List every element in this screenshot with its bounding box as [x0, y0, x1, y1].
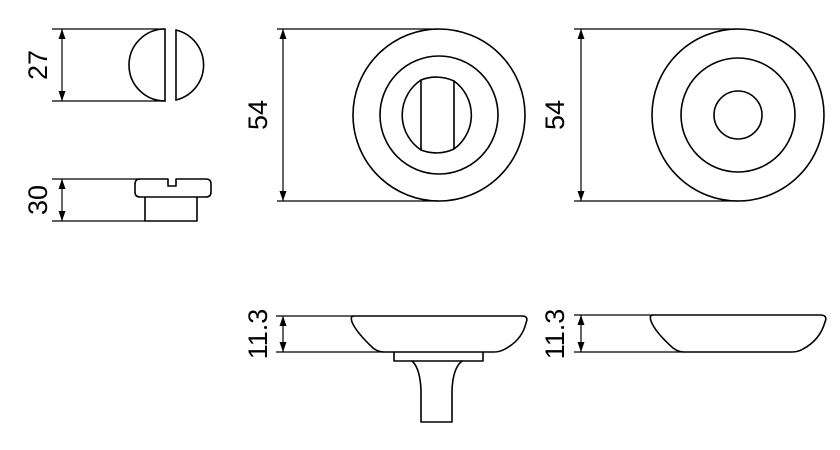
- knob-front-view: 27: [23, 28, 205, 102]
- dim-54a-label: 54: [243, 100, 273, 130]
- dim-54b-label: 54: [540, 100, 570, 130]
- dim-30-label: 30: [23, 185, 53, 215]
- dim-11b-label: 11.3: [540, 309, 570, 360]
- rosette-blank-side-view: 11.3: [540, 309, 827, 360]
- rosette-thumbturn-front-view: 54: [243, 28, 526, 202]
- rosette-thumbturn-side-view: 11.3: [243, 309, 528, 423]
- dim-11a-label: 11.3: [243, 309, 273, 360]
- rosette-blank-front-view: 54: [540, 28, 825, 202]
- knob-front-right-segment: [175, 29, 205, 101]
- rosette-knob-top-arc: [420, 76, 455, 82]
- blank-inner-ring: [680, 57, 796, 173]
- rosette-knob-left: [401, 79, 422, 151]
- rosette-inner-ring: [379, 55, 499, 175]
- rosette-side-dish: [350, 315, 528, 353]
- knob-side-head: [134, 178, 212, 198]
- dim-27-label: 27: [23, 50, 53, 80]
- rosette-outer-circle: [352, 28, 526, 202]
- rosette-side-spindle: [411, 360, 463, 423]
- blank-outer-circle: [651, 28, 825, 202]
- knob-side-view: 30: [23, 178, 212, 222]
- blank-center-hole: [713, 90, 763, 140]
- knob-side-stem: [144, 196, 198, 222]
- blank-side-dish: [649, 314, 827, 353]
- rosette-knob-right: [453, 80, 473, 150]
- knob-front-outline: [128, 28, 166, 102]
- rosette-side-spindle-flange: [393, 351, 484, 362]
- rosette-knob-bottom-arc: [420, 148, 455, 154]
